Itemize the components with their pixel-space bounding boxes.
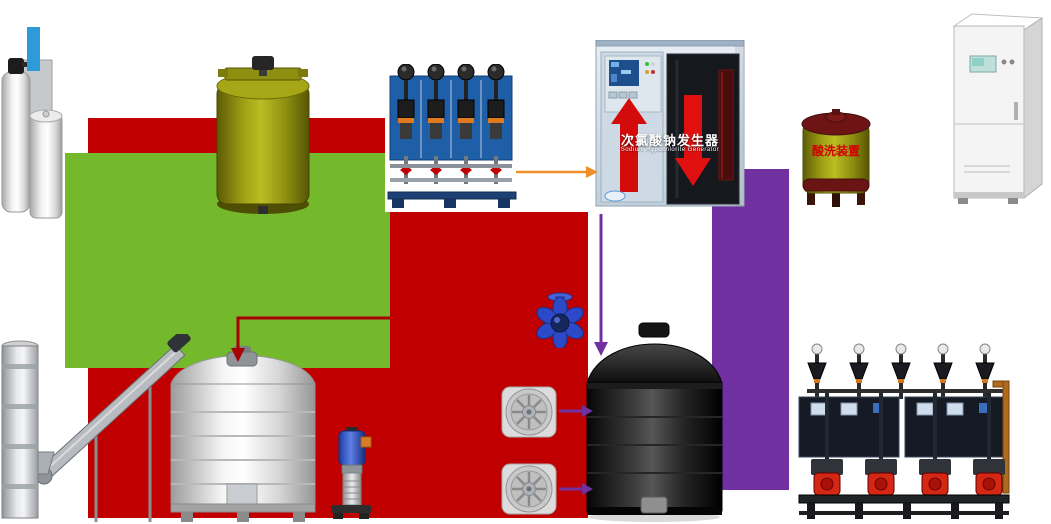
indicator-light-green	[645, 62, 649, 66]
control-button	[1001, 59, 1007, 65]
hmi-screen-panel	[604, 55, 662, 113]
terminal-box	[360, 436, 372, 448]
indicator-light-amber	[645, 70, 649, 74]
pump-motor	[338, 430, 366, 466]
down-arrow	[675, 95, 711, 186]
blower-bottom	[501, 460, 558, 517]
cell-window	[666, 53, 740, 205]
up-arrow	[611, 98, 647, 192]
pipe-manifold	[390, 164, 512, 168]
bottom-band	[802, 178, 870, 192]
indicator-light-red	[651, 70, 655, 74]
vertical-multistage-pump	[327, 427, 375, 523]
cabinet-side-face	[1023, 17, 1043, 200]
acid-wash-tank	[799, 107, 873, 208]
dosing-pump-skid	[797, 341, 1013, 521]
valve-row	[807, 343, 995, 399]
skid-base	[798, 494, 1010, 504]
skid-base	[387, 191, 517, 200]
tank-outlet	[258, 206, 268, 214]
tank-body	[216, 83, 310, 205]
generator-title: 次氯酸钠发生器	[620, 133, 719, 148]
manhole-cap	[638, 322, 670, 338]
copper-pipe	[1002, 380, 1010, 494]
mixer-impeller	[533, 291, 587, 350]
pump-base	[331, 505, 371, 513]
pump-stack	[342, 472, 362, 506]
mixer-motor	[252, 56, 274, 76]
generator-subtitle: Sodium Hypochlorite Generator	[620, 147, 720, 153]
auger-motor	[167, 329, 191, 353]
feed-silo	[1, 340, 39, 519]
metering-pump-skid	[386, 63, 518, 212]
brine-tank	[29, 109, 63, 219]
acid-wash-label: 酸洗装置	[811, 144, 860, 158]
chemical-dosing-tank	[212, 56, 314, 218]
screw-conveyor-feeder	[0, 329, 195, 524]
salt-dissolving-tank	[167, 336, 319, 524]
resin-tank	[1, 58, 32, 213]
blue-marker-bar	[27, 27, 40, 71]
door-handle	[1014, 102, 1018, 120]
fan-vanes	[512, 395, 546, 429]
black-storage-tank	[583, 321, 726, 523]
cabinet-front	[953, 25, 1025, 199]
pipe-manifold-lower	[390, 178, 512, 182]
water-softener-unit	[0, 52, 70, 224]
indicator-light-white	[651, 62, 655, 66]
control-button	[1009, 59, 1015, 65]
tank-dome	[586, 343, 723, 388]
electrical-control-cabinet	[950, 6, 1048, 206]
bottom-port	[640, 496, 668, 514]
blower-top	[501, 383, 558, 440]
fan-vanes	[512, 472, 546, 506]
sodium-hypochlorite-generator	[595, 39, 745, 212]
purple-background-band	[712, 169, 789, 490]
brand-logo	[604, 190, 626, 202]
pump-row	[811, 393, 1005, 496]
manhole	[226, 351, 258, 367]
top-manifold	[807, 389, 1003, 393]
tank-body	[586, 382, 723, 512]
